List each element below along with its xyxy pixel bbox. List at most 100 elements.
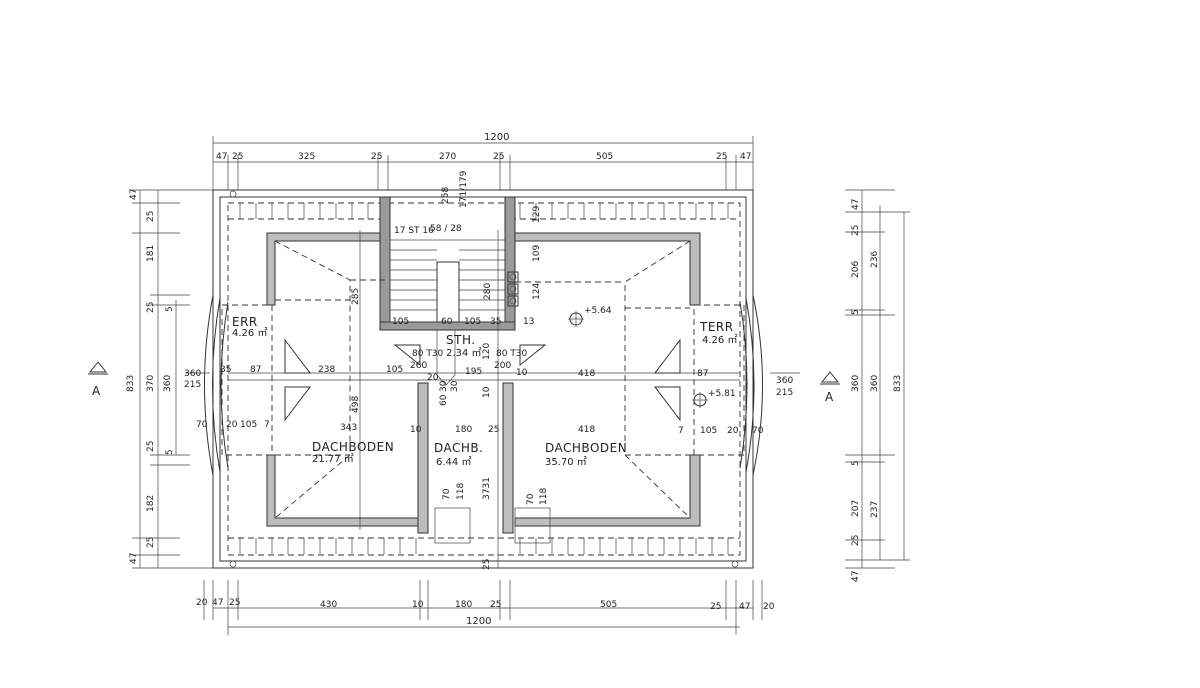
dims-bottom: 20 47 25 430 10 180 25 505 25 47 20 1200	[196, 598, 775, 627]
dim-right-7: 5	[851, 460, 861, 466]
section-marker-right: A	[820, 371, 840, 404]
room-area-dachb: 6.44 ㎡	[436, 456, 471, 468]
room-name-terr-right: TERR	[699, 320, 734, 334]
inner-dim-180: 180	[455, 425, 472, 435]
level-marker-1	[568, 311, 584, 327]
dim-right-6: 360	[870, 375, 880, 392]
stair-wall-right	[504, 196, 516, 328]
dim-right-8: 207	[851, 500, 861, 517]
dim-right-360: 360	[776, 376, 793, 386]
section-marker-left: A	[88, 361, 108, 398]
inner-dim-285: 285	[351, 288, 361, 305]
kneewall-left	[266, 232, 386, 306]
inner-dim-120: 120	[482, 343, 492, 360]
room-name-dachboden-left: DACHBODEN	[312, 440, 394, 454]
dim-bottom-total: 1200	[466, 616, 491, 627]
dim-left-12: 47	[129, 553, 139, 564]
inner-dim-10-c: 10	[482, 386, 492, 398]
dim-bottom-3: 430	[320, 600, 337, 610]
bottom-details	[229, 190, 739, 568]
dims-left: 47 25 181 25 5 370 360 215 5 25 182 25 4…	[126, 189, 201, 564]
inner-dims: 258 171/179 285 498 343 238 105 260 200 …	[196, 170, 764, 570]
inner-dim-105-left: 105	[240, 420, 257, 430]
dim-left-10: 182	[146, 495, 156, 512]
inner-dim-498: 498	[351, 396, 361, 413]
roof-lines	[228, 230, 740, 568]
dim-top-2: 325	[298, 152, 315, 162]
dim-left-4: 5	[165, 306, 175, 312]
outer-wall-outline	[212, 189, 754, 569]
inner-dim-70-left: 70	[196, 420, 208, 430]
inner-dim-129: 129	[532, 206, 542, 223]
dim-bottom-9: 47	[739, 602, 750, 612]
dim-right-3: 236	[870, 251, 880, 268]
kneewall-left-bottom	[266, 454, 429, 527]
room-area-dachboden-left: 21.77 ㎡	[312, 453, 354, 465]
room-area-terr-left: 4.26 ㎡	[232, 327, 267, 339]
dim-top-3: 25	[371, 152, 382, 162]
room-labels: DACHBODEN 21.77 ㎡ DACHB. 6.44 ㎡ DACHBODE…	[232, 315, 737, 468]
inner-dim-30: 30	[439, 380, 449, 392]
inner-dim-60-b: 60	[439, 394, 449, 406]
eaves-line	[227, 202, 741, 556]
dim-left-3: 25	[146, 302, 156, 313]
dim-left-8: 5	[165, 449, 175, 455]
inner-dim-124: 124	[532, 283, 542, 300]
stair-label: 17 ST 16	[394, 226, 434, 236]
inner-dim-70-a: 70	[442, 488, 452, 500]
inner-dim-105-a: 105	[386, 365, 403, 375]
inner-dim-70-right: 70	[752, 426, 764, 436]
dim-top-0: 47	[216, 152, 227, 162]
dim-top-5: 25	[493, 152, 504, 162]
dim-right-1: 25	[851, 225, 861, 236]
inner-dim-70-b: 70	[526, 493, 536, 505]
stair-ratio: 58 / 28	[430, 224, 462, 234]
room-name-dachb: DACHB.	[434, 441, 483, 455]
inner-dim-13: 13	[523, 317, 534, 327]
dim-top-7: 25	[716, 152, 727, 162]
inner-dim-35: 35	[490, 317, 501, 327]
inner-dim-25-a: 25	[488, 425, 499, 435]
room-area-sth: 2.34 ㎡	[446, 347, 481, 359]
level-label-2: +5.81	[708, 389, 736, 399]
inner-dim-171-179: 171/179	[459, 170, 469, 208]
dim-left-1: 25	[146, 211, 156, 222]
dim-bottom-0: 20	[196, 598, 208, 608]
dim-left-9: 25	[146, 441, 156, 452]
room-area-terr-right: 4.26 ㎡	[702, 334, 737, 346]
inner-dim-195: 195	[465, 367, 482, 377]
dim-right-10: 25	[851, 535, 861, 546]
inner-dim-7-right: 7	[678, 426, 684, 436]
dim-bottom-1: 47	[212, 598, 223, 608]
dim-left-6: 360	[184, 369, 201, 379]
room-area-dachboden-right: 35.70 ㎡	[545, 456, 587, 468]
inner-dim-105-c: 105	[464, 317, 481, 327]
section-label-right: A	[825, 390, 834, 404]
misc-labels: 17 ST 16 58 / 28 80 T30 80 T30 +5.64 +5.…	[394, 224, 736, 399]
inner-dim-87-left: 87	[250, 365, 261, 375]
room-name-sth: STH.	[446, 333, 476, 347]
dim-bottom-10: 20	[763, 602, 775, 612]
partition-left	[417, 382, 429, 534]
dim-bottom-2: 25	[229, 598, 240, 608]
dim-left-inner: 360	[163, 375, 173, 392]
door-label-left: 80 T30	[412, 349, 444, 359]
inner-dim-60: 60	[441, 317, 453, 327]
inner-dim-35-left: 35	[220, 365, 231, 375]
dim-bottom-7: 505	[600, 600, 617, 610]
inner-dim-109: 109	[532, 245, 542, 262]
inner-dim-343: 343	[340, 423, 357, 433]
dim-right-0: 47	[851, 199, 861, 210]
inner-dim-200: 200	[494, 361, 511, 371]
dim-right-215: 215	[776, 388, 793, 398]
partition-right	[502, 382, 514, 534]
outer-wall-inner	[219, 196, 747, 562]
inner-dim-105-b: 105	[392, 317, 409, 327]
dim-top-4: 270	[439, 152, 456, 162]
dim-top-total: 1200	[484, 132, 509, 143]
dimension-lines	[132, 136, 910, 635]
room-name-dachboden-right: DACHBODEN	[545, 441, 627, 455]
dim-right-11: 47	[851, 571, 861, 582]
outer-walls	[212, 189, 754, 569]
inner-dim-7-left: 7	[264, 420, 270, 430]
